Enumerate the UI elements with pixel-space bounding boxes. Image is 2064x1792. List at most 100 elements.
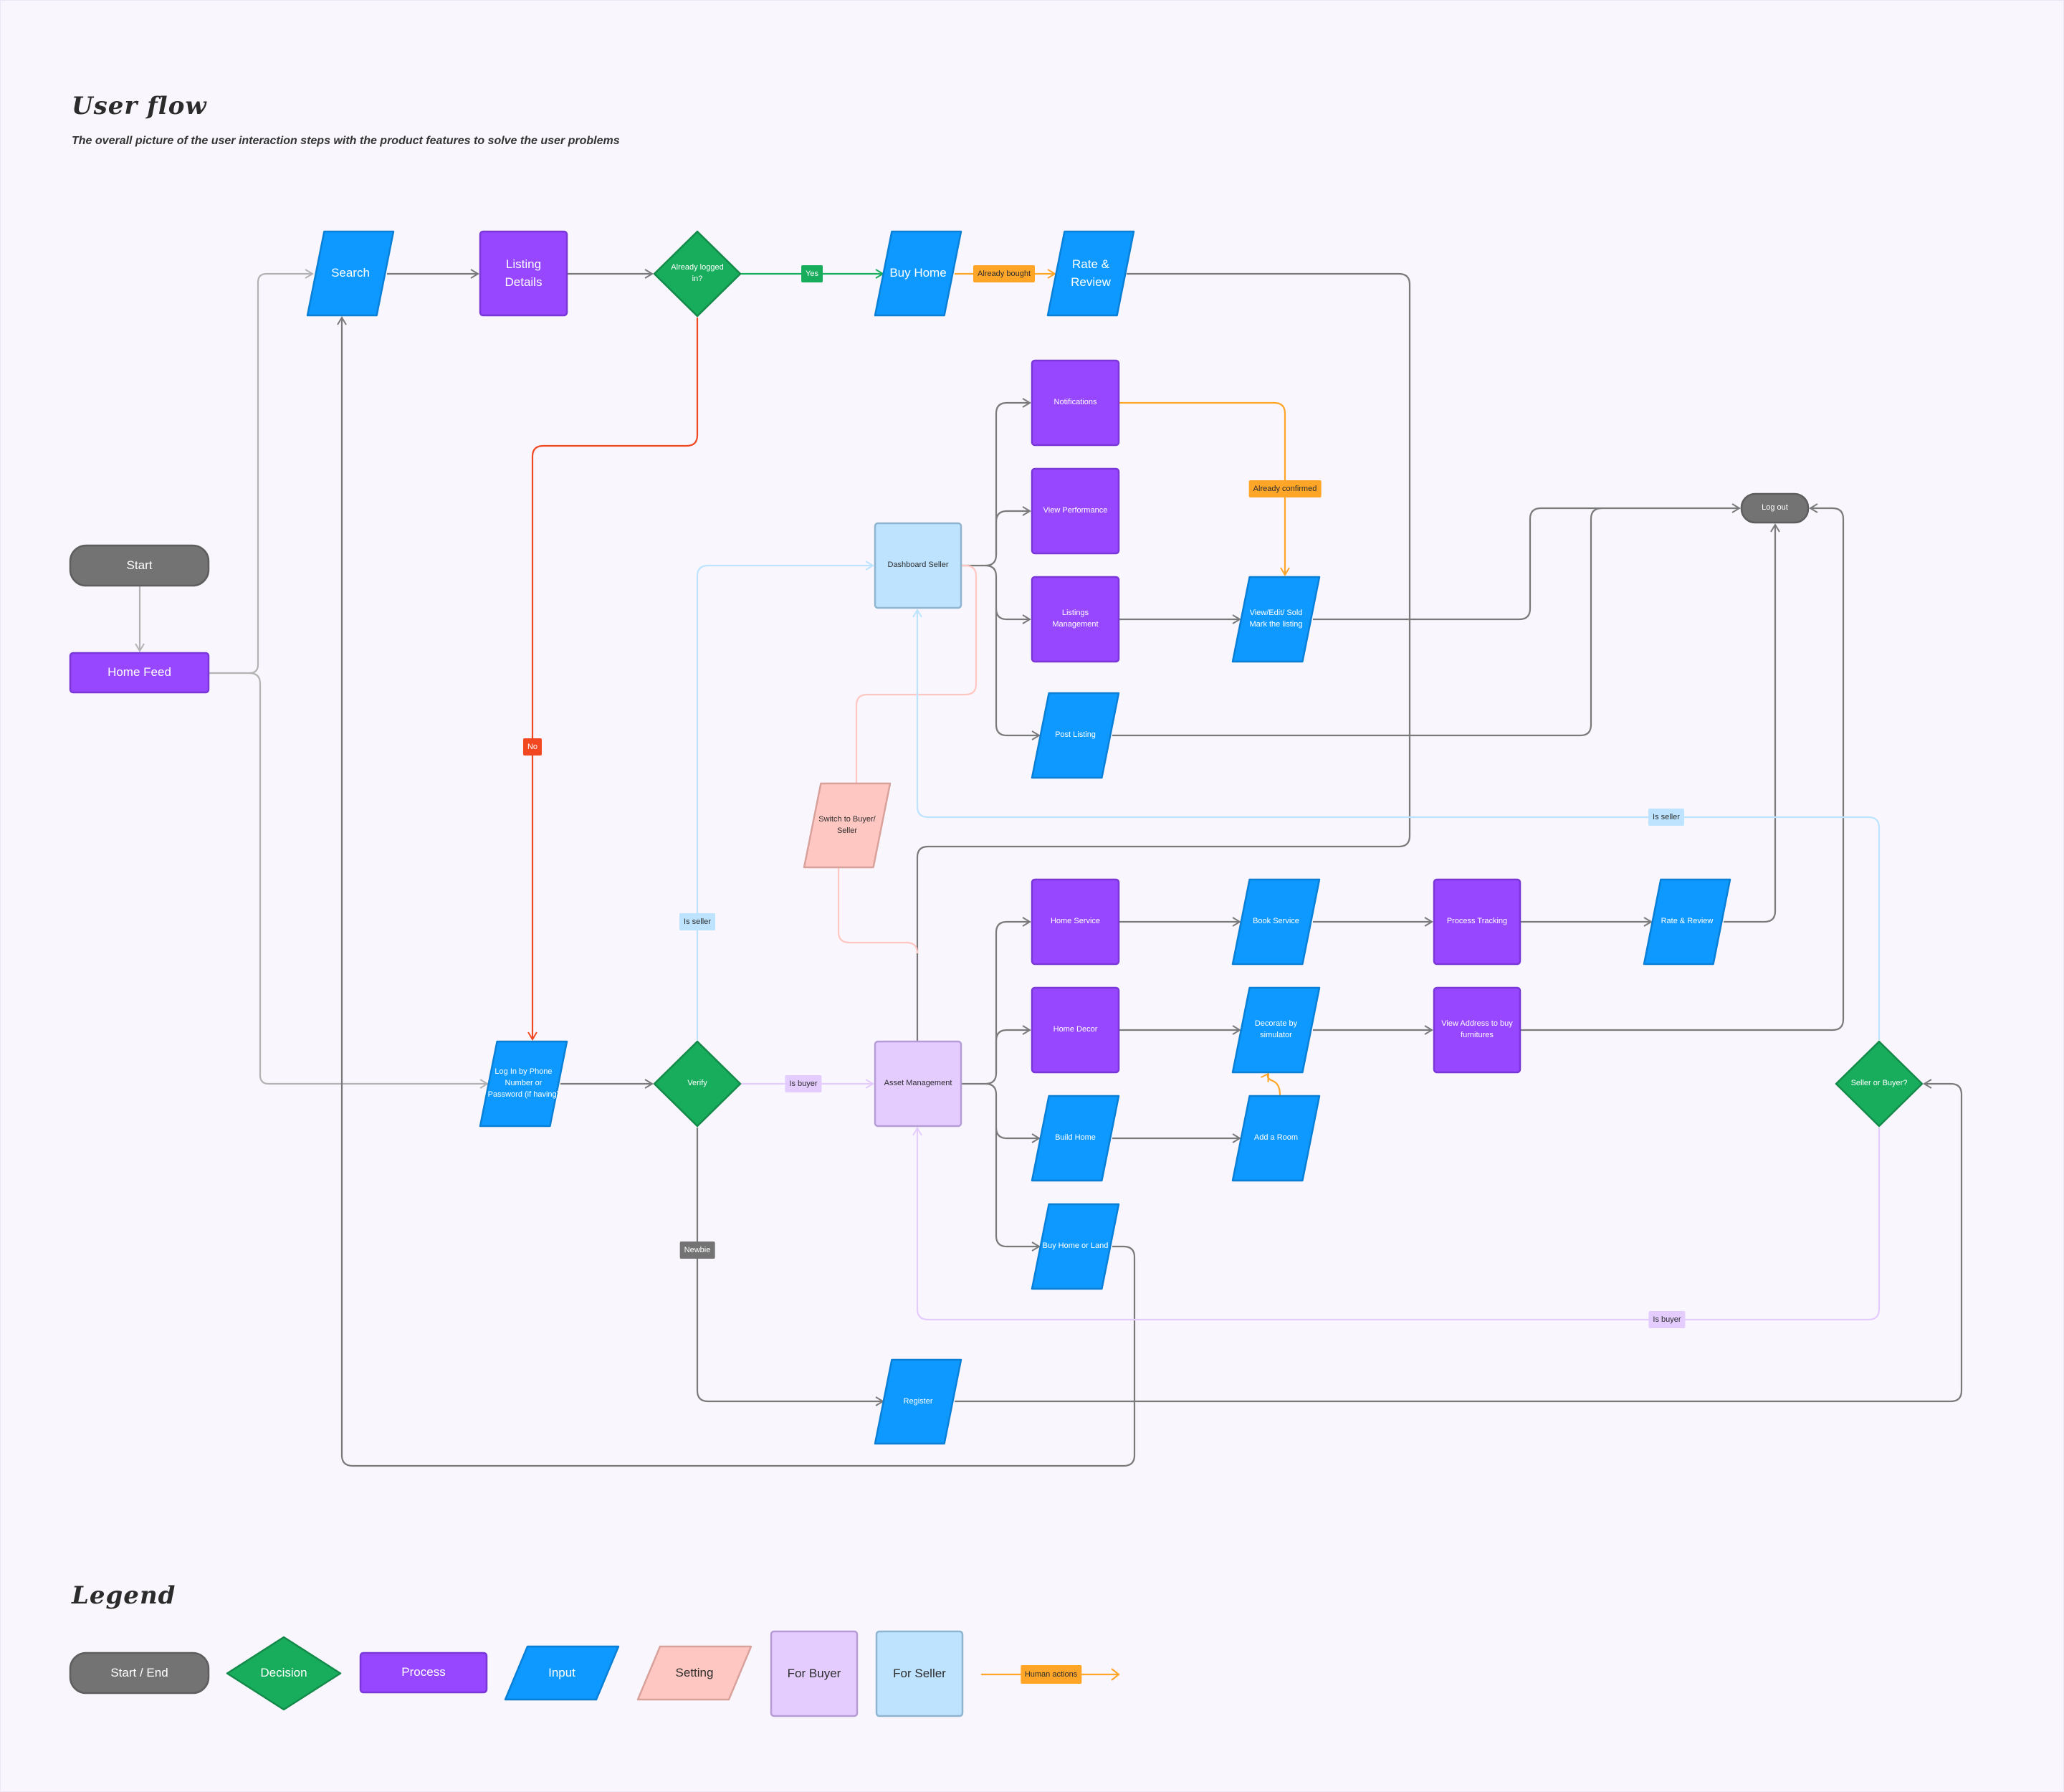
legend-item-input-label: Input — [548, 1665, 575, 1679]
node-asset-management[interactable]: Asset Management — [874, 1040, 962, 1128]
node-rate-review-bottom-shape — [1643, 878, 1731, 966]
node-home-service-label: Home Service — [1050, 917, 1101, 926]
node-decorate-simulator[interactable]: Decorate by simulator — [1231, 986, 1321, 1074]
edge-asset-homeservice — [962, 917, 1031, 1085]
node-post-listing-shape — [1031, 692, 1120, 779]
node-view-performance-shape — [1031, 467, 1120, 555]
node-book-service[interactable]: Book Service — [1231, 878, 1321, 966]
legend-item-for-seller: For Seller — [875, 1630, 964, 1717]
node-listings-management[interactable]: Listings Management — [1031, 576, 1120, 663]
node-log-in-label: Log In by Phone Number or Password (if h… — [487, 1067, 560, 1099]
node-build-home-shape — [1031, 1095, 1120, 1182]
edge-homefeed-search — [209, 269, 314, 675]
node-log-out-shape — [1740, 492, 1810, 524]
page-title: User flow — [72, 92, 207, 120]
node-book-service-shape — [1231, 878, 1321, 966]
node-process-tracking[interactable]: Process Tracking — [1433, 878, 1521, 966]
node-post-listing[interactable]: Post Listing — [1031, 692, 1120, 779]
node-view-performance-label: View Performance — [1043, 506, 1108, 515]
node-add-room-label: Add a Room — [1253, 1133, 1299, 1143]
node-register-shape — [874, 1358, 962, 1445]
node-dashboard-seller-label: Dashboard Seller — [887, 561, 949, 570]
node-search-label: Search — [331, 266, 370, 280]
node-verify[interactable]: Verify — [653, 1040, 742, 1128]
node-rate-review-top-shape — [1046, 230, 1135, 317]
edge-dash-switch — [855, 564, 978, 783]
node-notifications[interactable]: Notifications — [1031, 359, 1120, 447]
node-already-logged-in[interactable]: Already logged in? — [653, 230, 742, 318]
node-decorate-simulator-shape — [1231, 986, 1321, 1074]
node-rate-review-top[interactable]: Rate & Review — [1046, 230, 1135, 317]
node-start-label: Start — [126, 558, 153, 572]
node-add-room[interactable]: Add a Room — [1231, 1095, 1321, 1182]
edge-label-yes: Yes — [801, 265, 823, 282]
node-listings-management-label: Listings Management — [1052, 609, 1099, 629]
legend-human-actions-label: Human actions — [1020, 1665, 1082, 1684]
node-home-decor[interactable]: Home Decor — [1031, 986, 1120, 1074]
node-view-performance[interactable]: View Performance — [1031, 467, 1120, 555]
node-start-shape — [69, 544, 210, 587]
edge-decision-login — [527, 318, 699, 1041]
node-listing-details[interactable]: Listing Details — [479, 230, 568, 317]
legend-item-decision-label: Decision — [260, 1666, 307, 1680]
node-search-shape — [306, 230, 395, 317]
edge-addroom-decorate — [1261, 1072, 1281, 1096]
node-verify-label: Verify — [687, 1079, 707, 1088]
node-home-feed[interactable]: Home Feed — [69, 652, 210, 694]
node-dashboard-seller-shape — [874, 522, 962, 609]
node-listing-details-label: Listing Details — [505, 257, 543, 289]
edge-register-sellerbuyer — [955, 1079, 1963, 1403]
page-subtitle: The overall picture of the user interact… — [72, 135, 620, 147]
node-dashboard-seller[interactable]: Dashboard Seller — [874, 522, 962, 609]
legend-item-for-buyer-label: For Buyer — [787, 1666, 841, 1680]
node-buy-home[interactable]: Buy Home — [874, 230, 962, 317]
edge-label-is-seller-left: Is seller — [679, 913, 715, 930]
edge-switch-asset — [837, 868, 919, 954]
node-switch-buyer-seller[interactable]: Switch to Buyer/ Seller — [803, 782, 892, 869]
node-buy-home-land[interactable]: Buy Home or Land — [1031, 1203, 1120, 1290]
node-already-logged-in-label: Already logged in? — [671, 263, 724, 283]
node-build-home[interactable]: Build Home — [1031, 1095, 1120, 1182]
edge-dash-listings — [985, 564, 1031, 624]
legend-item-setting: Setting — [636, 1645, 752, 1701]
legend-item-input-shape — [504, 1645, 620, 1701]
node-log-in[interactable]: Log In by Phone Number or Password (if h… — [479, 1040, 568, 1128]
node-listing-details-shape — [479, 230, 568, 317]
edge-sellerbuyer-asset — [912, 1127, 1881, 1321]
node-register[interactable]: Register — [874, 1358, 962, 1445]
edge-verify-dash — [696, 561, 874, 1040]
node-log-out-label: Log out — [1762, 503, 1788, 513]
node-seller-or-buyer-label: Seller or Buyer? — [1850, 1079, 1908, 1088]
node-view-address-shape — [1433, 986, 1521, 1074]
node-notifications-shape — [1031, 359, 1120, 447]
edge-label-already-confirmed: Already confirmed — [1248, 480, 1322, 497]
node-view-address-label: View Address to buy furnitures — [1441, 1019, 1513, 1039]
edge-viewaddr-logout — [1521, 503, 1845, 1031]
node-process-tracking-shape — [1433, 878, 1521, 966]
node-search[interactable]: Search — [306, 230, 395, 317]
node-seller-or-buyer[interactable]: Seller or Buyer? — [1835, 1040, 1924, 1128]
node-notifications-label: Notifications — [1054, 398, 1097, 407]
node-asset-management-label: Asset Management — [884, 1079, 952, 1088]
node-verify-shape — [653, 1040, 742, 1128]
node-buy-home-shape — [874, 230, 962, 317]
node-seller-or-buyer-shape — [1835, 1040, 1924, 1128]
legend-item-for-buyer: For Buyer — [770, 1630, 859, 1717]
node-start[interactable]: Start — [69, 544, 210, 587]
node-home-service[interactable]: Home Service — [1031, 878, 1120, 966]
legend-item-setting-shape — [636, 1645, 752, 1701]
legend-item-decision: Decision — [226, 1636, 342, 1711]
edge-post-logout — [1112, 507, 1602, 737]
legend-item-input: Input — [504, 1645, 620, 1701]
edge-verify-register — [696, 1128, 884, 1406]
node-home-service-shape — [1031, 878, 1120, 966]
node-book-service-label: Book Service — [1253, 917, 1299, 926]
node-rate-review-bottom[interactable]: Rate & Review — [1643, 878, 1731, 966]
node-view-address[interactable]: View Address to buy furnitures — [1433, 986, 1521, 1074]
node-view-edit-sold[interactable]: View/Edit/ Sold Mark the listing — [1231, 576, 1321, 663]
node-build-home-label: Build Home — [1055, 1133, 1096, 1143]
edge-sellerbuyer-dash — [912, 609, 1881, 1040]
node-buy-home-land-label: Buy Home or Land — [1042, 1241, 1109, 1251]
node-log-out[interactable]: Log out — [1740, 492, 1810, 524]
node-buy-home-label: Buy Home — [889, 266, 947, 280]
